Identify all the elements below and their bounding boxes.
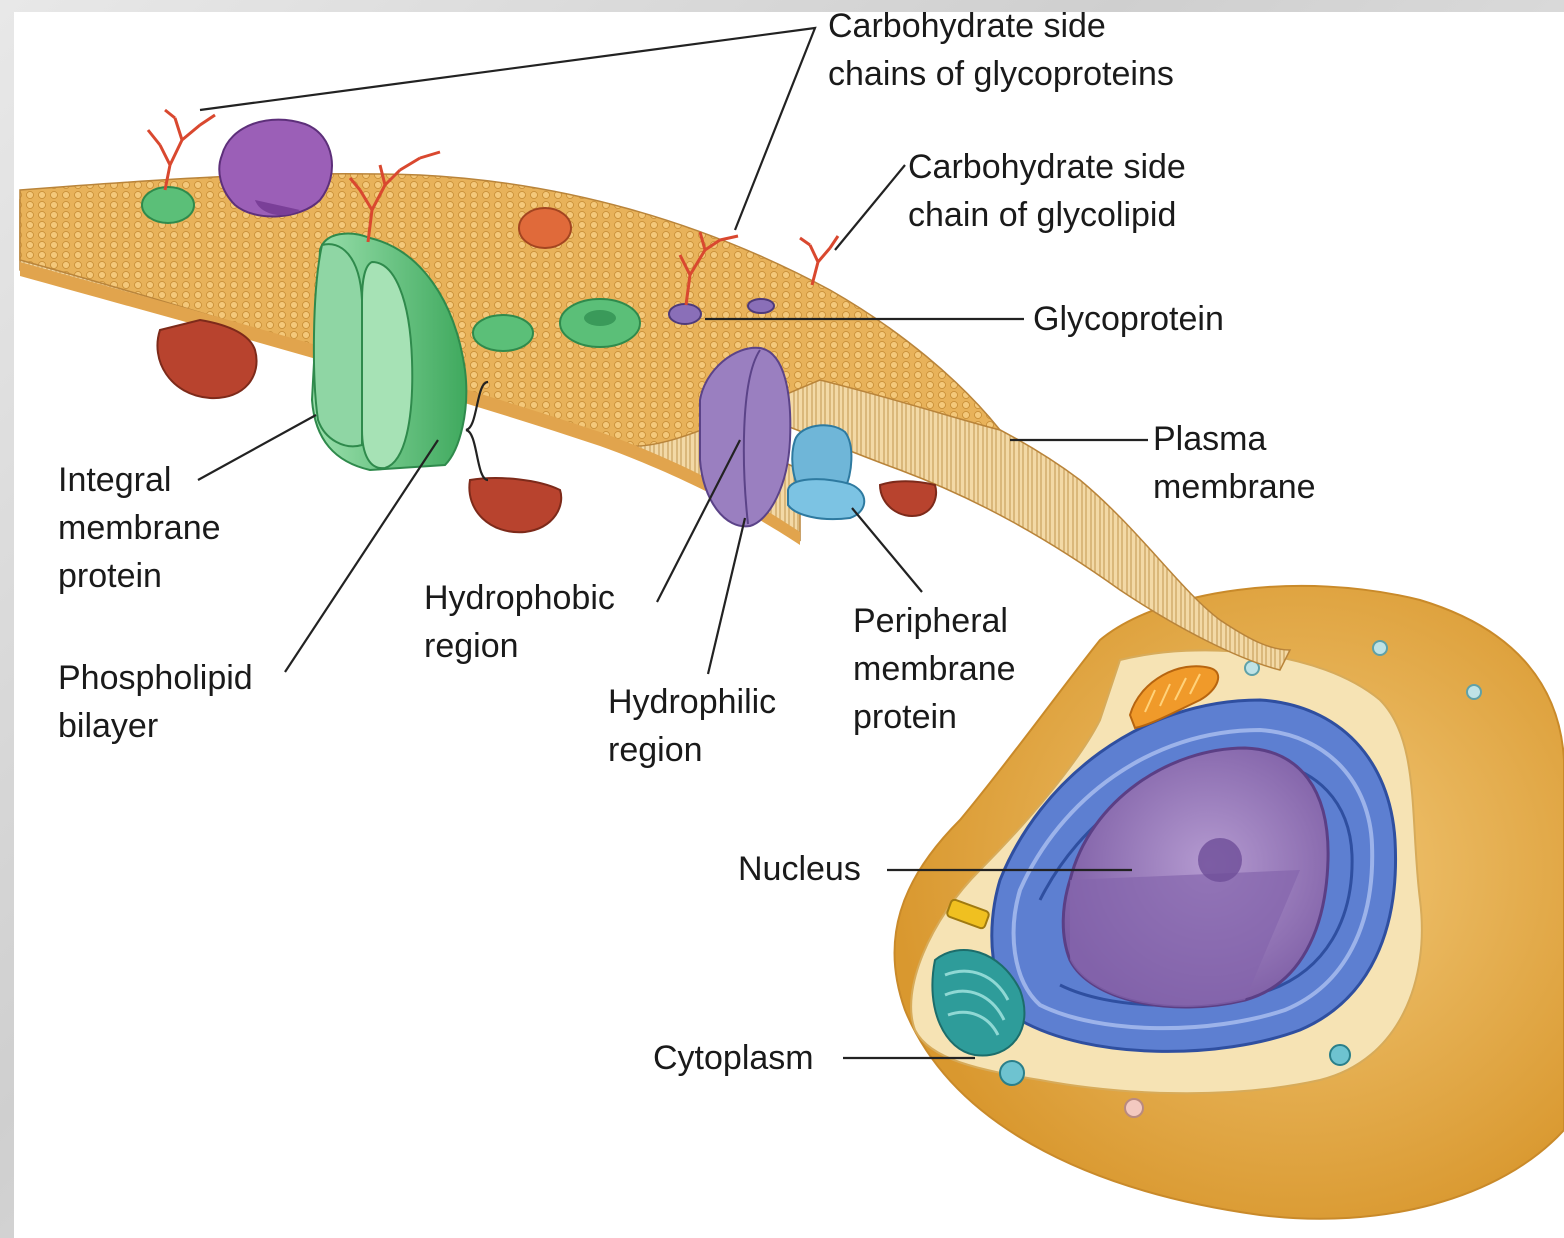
purple-blob-protein xyxy=(219,120,332,217)
label-hydrophilic-region: Hydrophilic region xyxy=(608,678,776,774)
label-carbohydrate-side-chains-glycoproteins: Carbohydrate side chains of glycoprotein… xyxy=(828,2,1174,98)
label-integral-membrane-protein: Integral membrane protein xyxy=(58,456,221,600)
label-phospholipid-bilayer: Phospholipid bilayer xyxy=(58,654,253,750)
label-glycoprotein: Glycoprotein xyxy=(1033,295,1224,343)
label-cytoplasm: Cytoplasm xyxy=(653,1034,814,1082)
label-peripheral-membrane-protein: Peripheral membrane protein xyxy=(853,597,1016,741)
label-nucleus: Nucleus xyxy=(738,845,861,893)
label-plasma-membrane: Plasma membrane xyxy=(1153,415,1316,511)
label-hydrophobic-region: Hydrophobic region xyxy=(424,574,615,670)
label-carbohydrate-side-chain-glycolipid: Carbohydrate side chain of glycolipid xyxy=(908,143,1186,239)
